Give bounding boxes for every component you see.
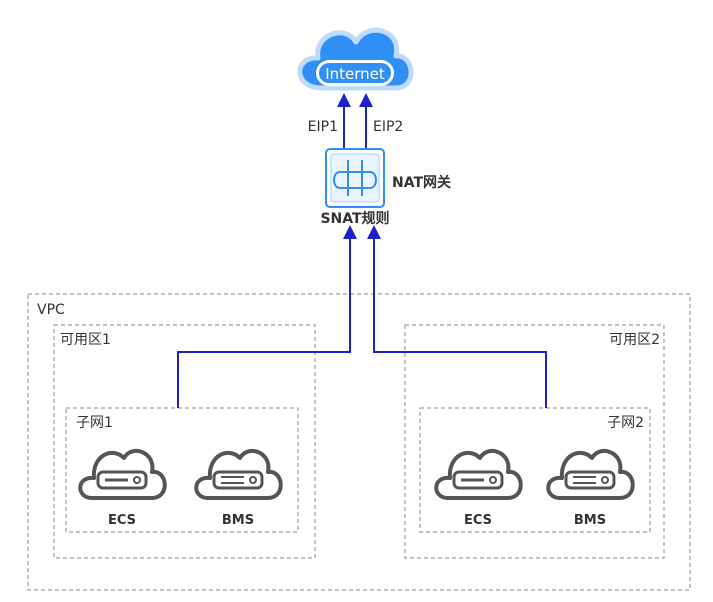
bms-2-server-icon xyxy=(546,448,635,500)
zone-2-label: 可用区2 xyxy=(609,332,660,348)
nat-gateway-icon xyxy=(325,148,385,208)
bms-2-label: BMS xyxy=(574,513,606,528)
eip1-label: EIP1 xyxy=(308,119,338,135)
subnet-1-label: 子网1 xyxy=(76,415,113,431)
ecs-2-server-icon xyxy=(434,448,523,500)
subnet-2-frame xyxy=(419,407,651,533)
internet-cloud-icon xyxy=(297,27,414,91)
ecs-1-server-icon xyxy=(78,448,167,500)
ecs-2-label: ECS xyxy=(464,513,492,528)
eip2-label: EIP2 xyxy=(373,119,403,135)
subnet-1-snat-link xyxy=(177,225,357,408)
subnet-2-snat-link xyxy=(367,225,547,408)
vpc-frame xyxy=(27,293,691,591)
subnet-1-frame xyxy=(65,407,299,533)
subnet-2-label: 子网2 xyxy=(607,415,644,431)
zone-2-frame xyxy=(404,324,665,559)
zone-1-frame xyxy=(53,324,316,559)
internet-label: Internet xyxy=(325,65,385,83)
bms-1-server-icon xyxy=(194,448,283,500)
ecs-1-label: ECS xyxy=(108,513,136,528)
bms-1-label: BMS xyxy=(222,513,254,528)
nat-gateway-label: NAT网关 xyxy=(392,174,451,191)
snat-rule-label: SNAT规则 xyxy=(320,210,389,227)
vpc-label: VPC xyxy=(37,302,65,318)
zone-1-label: 可用区1 xyxy=(60,332,111,348)
